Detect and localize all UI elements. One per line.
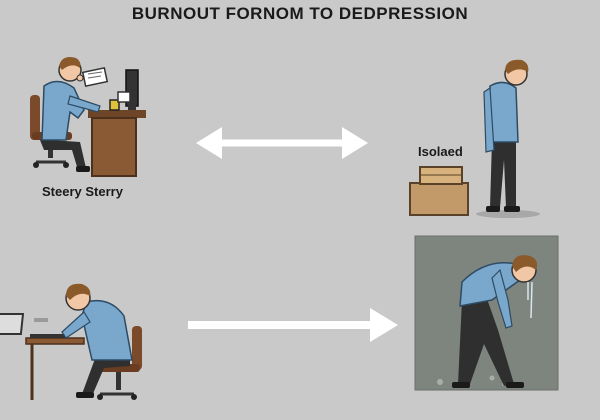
isolated-standing-panel [409, 59, 540, 218]
desk-icon [25, 337, 85, 400]
isolated-label: Isolaed [418, 144, 463, 159]
double-arrow-horizontal-icon [196, 127, 368, 159]
diagram-title: BURNOUT FORNOM TO DEDPRESSION [131, 4, 469, 23]
depressed-doubled-over-panel [414, 235, 559, 391]
depressed-person-figure [452, 255, 538, 388]
stressed-label: Steery Sterry [42, 184, 123, 199]
laptop-icon [0, 313, 66, 338]
tears-icon [527, 281, 533, 319]
isolated-person-figure [483, 59, 529, 212]
mug-icon [109, 99, 120, 111]
stressed-at-desk-panel [30, 57, 146, 177]
exhausted-person-figure [61, 283, 133, 398]
cardboard-boxes-icon [409, 166, 469, 216]
exhausted-at-laptop-panel [0, 283, 142, 400]
computer-monitor-icon [125, 69, 139, 110]
desk-icon [88, 110, 146, 177]
paper-notes-icon [81, 66, 131, 103]
stressed-person-figure [40, 57, 101, 172]
arrow-right-icon [188, 308, 398, 342]
